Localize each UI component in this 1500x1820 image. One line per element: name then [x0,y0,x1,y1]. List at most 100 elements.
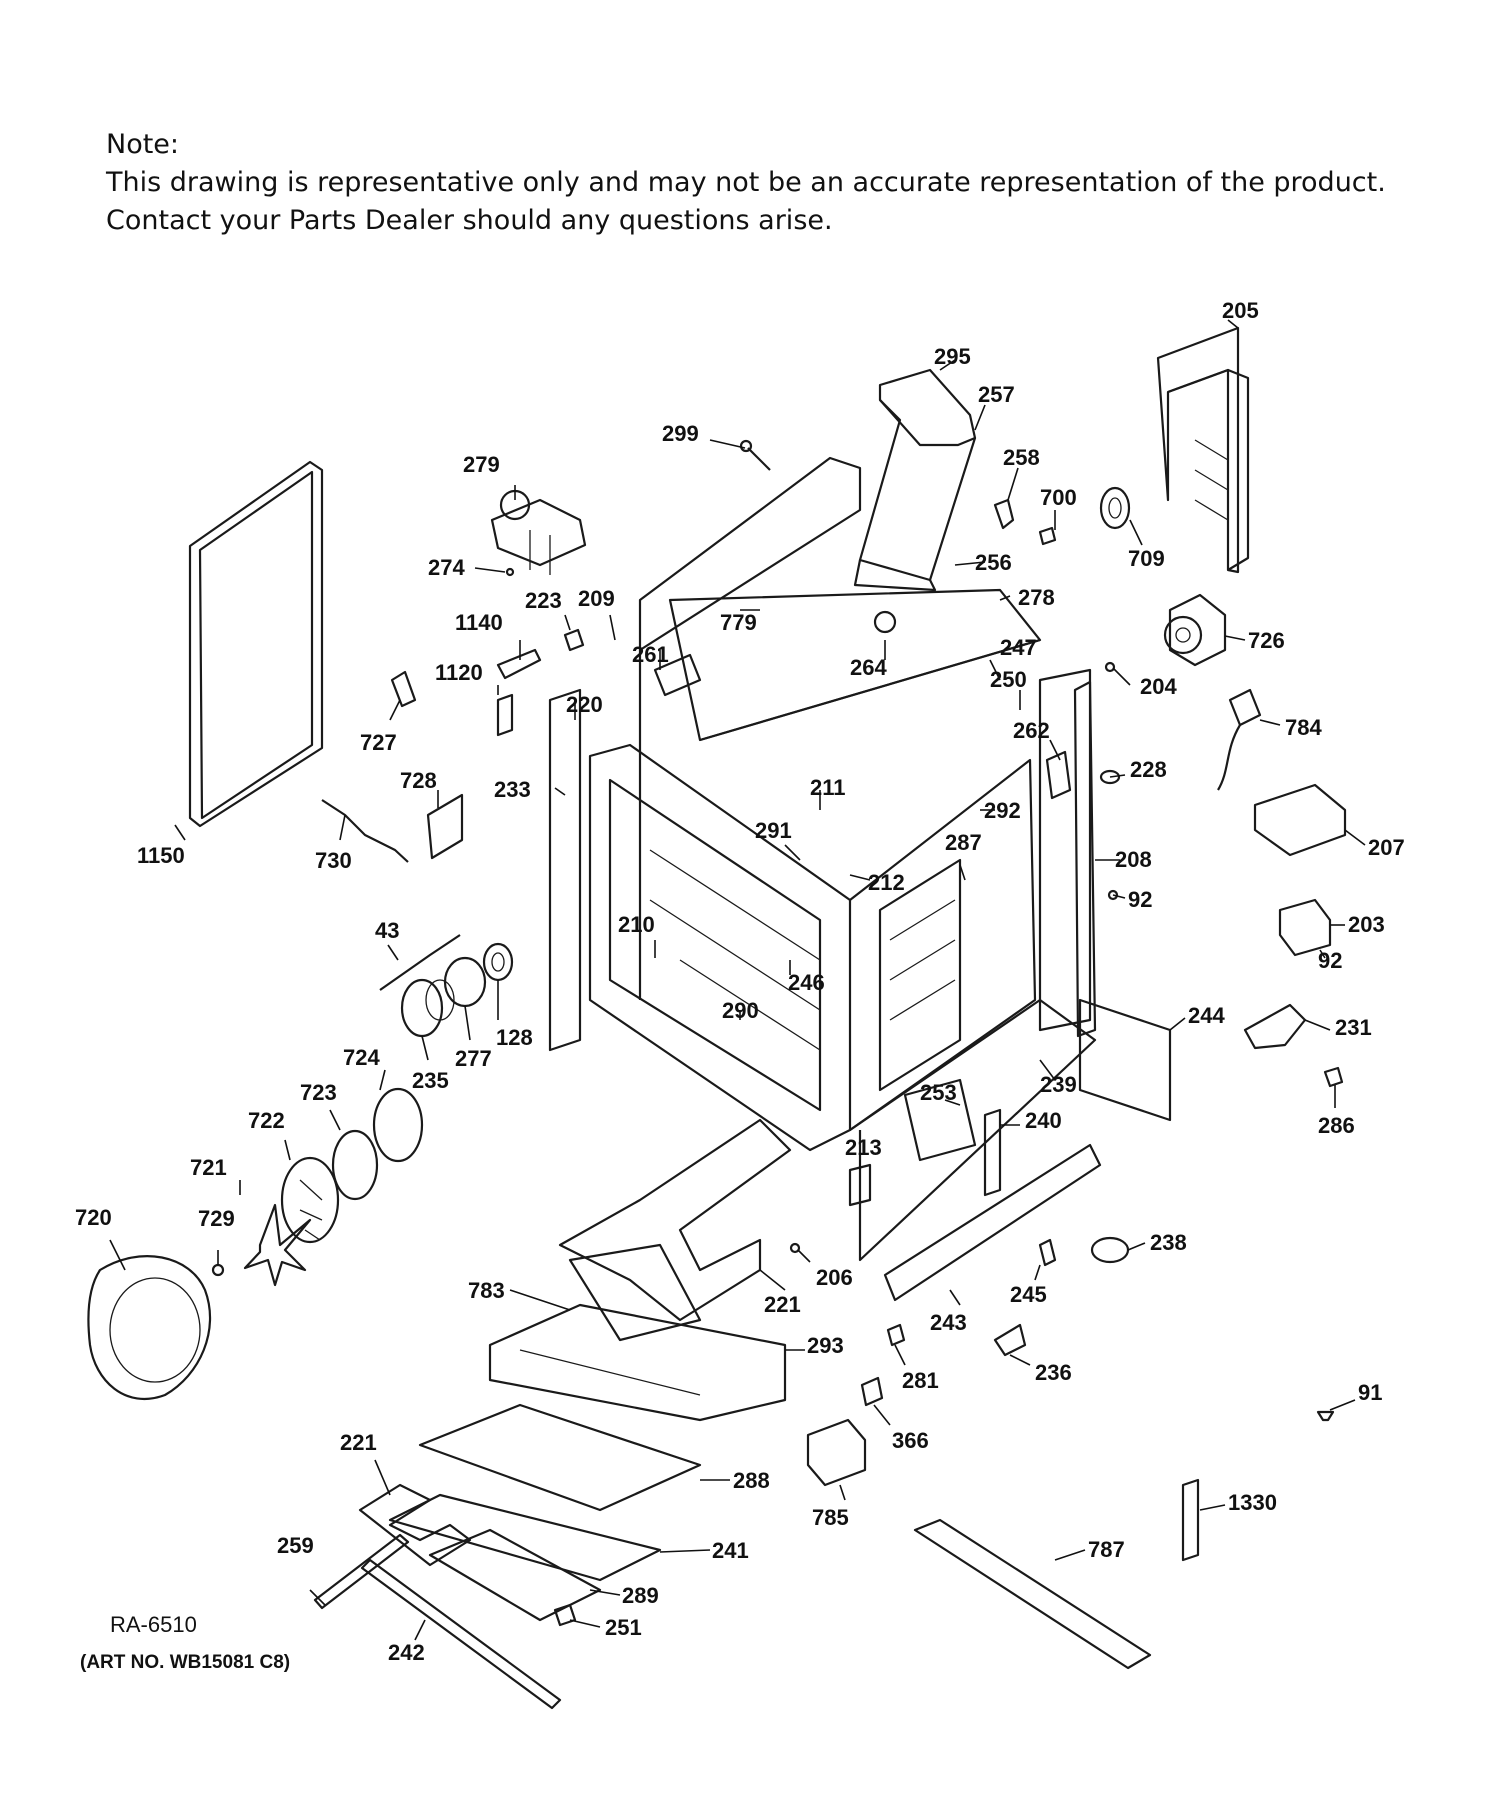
clip-251-part [553,1603,577,1627]
callout-223: 223 [525,588,562,613]
callout-228: 228 [1130,757,1167,782]
callout-721: 721 [190,1155,227,1180]
callout-205: 205 [1222,298,1259,323]
callout-43: 43 [375,918,399,943]
clip-258-part [993,498,1015,530]
callout-211: 211 [810,775,846,800]
panel-787-part [913,1518,1152,1670]
fan-baffle-722-part [280,1156,340,1244]
callout-779: 779 [720,610,757,635]
callout-207: 207 [1368,835,1405,860]
disclaimer-note: Note: This drawing is representative onl… [106,126,1406,240]
note-heading: Note: [106,129,180,160]
callout-289: 289 [622,1583,659,1608]
callout-728: 728 [400,768,437,793]
callout-245: 245 [1010,1282,1047,1307]
callout-785: 785 [812,1505,849,1530]
panel-288-part [418,1403,702,1512]
broil-element-221-part [358,1483,472,1567]
power-cord-part [1217,688,1262,791]
callout-281: 281 [902,1368,939,1393]
nut-228-part [1099,769,1121,785]
switch-1120-part [496,693,514,737]
callout-288: 288 [733,1468,770,1493]
gasket-277-part [443,956,487,1008]
terminal-block-203-part [1278,898,1332,957]
side-panel-part [1156,326,1250,574]
callout-labels: 205 295 257 299 258 700 709 279 274 256 … [75,298,1405,1665]
fan-cover-724-part [372,1087,424,1163]
callout-290: 290 [722,998,759,1023]
callout-292: 292 [984,798,1021,823]
motor-726-part [1163,593,1227,667]
screw-274-part [505,567,515,577]
grommet-128-part [482,942,514,982]
callout-250: 250 [990,667,1027,692]
callout-233: 233 [494,777,531,802]
callout-724: 724 [343,1045,380,1070]
trim-208-part [1073,680,1097,1038]
callout-729: 729 [198,1206,235,1231]
burner-243-part [883,1143,1102,1302]
callout-210: 210 [618,912,655,937]
fan-shield-720-part [87,1255,212,1401]
callout-279: 279 [463,452,500,477]
screw-92-part [1107,889,1119,901]
callout-299: 299 [662,421,699,446]
callout-236: 236 [1035,1360,1072,1385]
callout-231: 231 [1335,1015,1372,1040]
panel-241-part [388,1493,662,1582]
callout-726: 726 [1248,628,1285,653]
callout-720: 720 [75,1205,112,1230]
screw-206-part [789,1242,801,1254]
callout-235: 235 [412,1068,449,1093]
bracket-1140-part [496,648,542,680]
callout-247: 247 [1000,635,1037,660]
drawing-reference: RA-6510 [110,1612,197,1637]
oven-cabinet-frame [548,456,1097,1262]
callout-730: 730 [315,848,352,873]
sensor-727-part [390,670,417,708]
screw-91-part [1316,1410,1335,1422]
callout-1330: 1330 [1228,1490,1277,1515]
callout-212: 212 [868,870,905,895]
callout-244: 244 [1188,1003,1225,1028]
callout-264: 264 [850,655,887,680]
callout-251: 251 [605,1615,642,1640]
callout-274: 274 [428,555,465,580]
callout-291: 291 [755,818,792,843]
callout-221-lower: 221 [340,1430,377,1455]
bracket-236-part [993,1323,1027,1357]
orifice-245-part [1038,1238,1057,1267]
bracket-240-part [983,1108,1002,1197]
callout-241: 241 [712,1538,749,1563]
fan-ring-723-part [331,1129,379,1201]
door-gasket-part [188,460,324,828]
callout-287: 287 [945,830,982,855]
bake-element-221-part [558,1118,792,1322]
callout-784: 784 [1285,715,1322,740]
bracket-207-part [1253,783,1347,857]
callout-253: 253 [920,1080,957,1105]
callout-258: 258 [1003,445,1040,470]
callout-91: 91 [1358,1380,1382,1405]
clip-366-part [860,1376,884,1407]
callout-221-upper: 221 [764,1292,801,1317]
note-line-1: This drawing is representative only and … [106,167,1386,198]
burner-box-293-part [488,1303,787,1422]
callout-256: 256 [975,550,1012,575]
clip-281-part [886,1323,906,1347]
note-line-2: Contact your Parts Dealer should any que… [106,205,833,236]
fan-blade-721-part [243,1203,312,1287]
callout-208: 208 [1115,847,1152,872]
clip-700-part [1038,526,1057,546]
callout-238: 238 [1150,1230,1187,1255]
clip-223-part [563,628,585,652]
box-785-part [806,1418,867,1487]
bracket-231-part [1243,1003,1307,1050]
leader-lines [109,319,1366,1641]
callout-220: 220 [566,692,603,717]
sensor-43-part [379,934,461,991]
oven-switch-part [490,489,587,575]
rear-panel-244-part [1078,998,1172,1122]
